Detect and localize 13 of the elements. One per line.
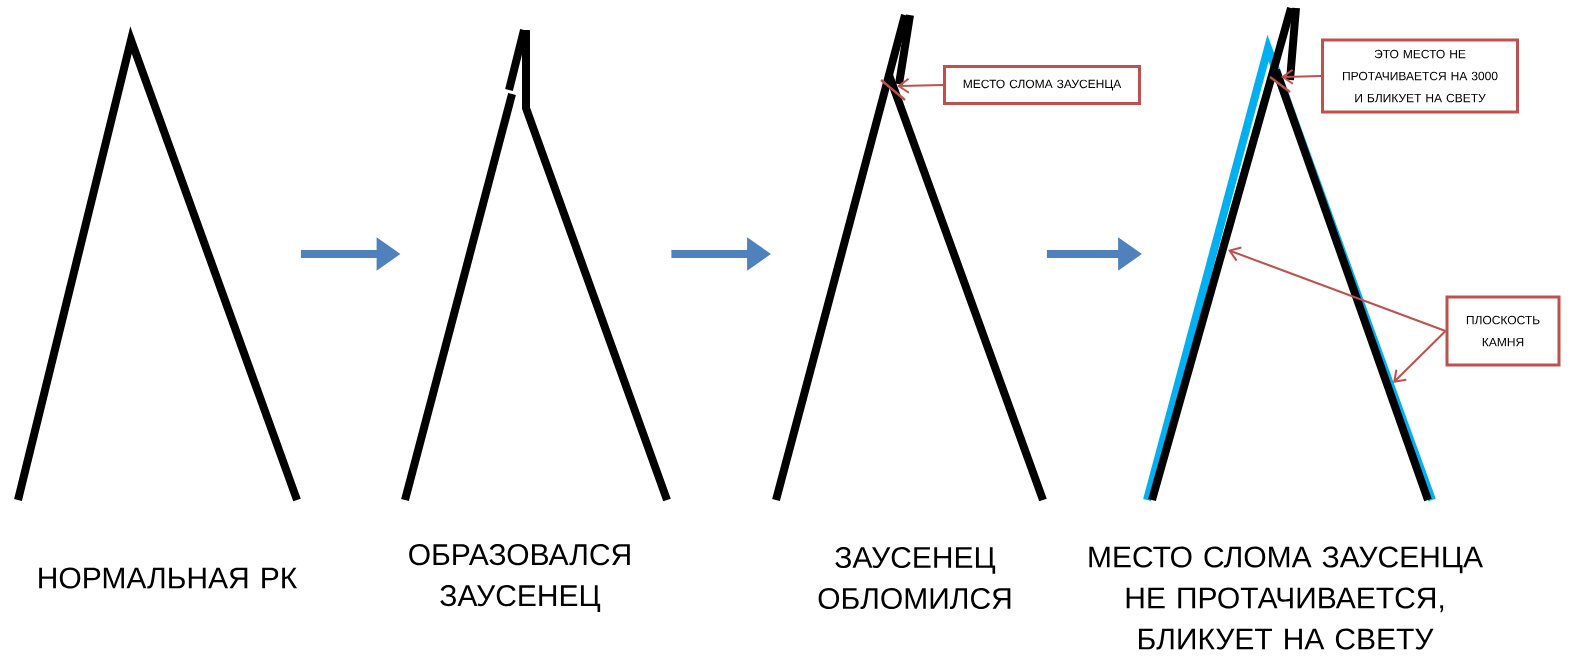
leader-line — [1393, 330, 1447, 383]
leader-line — [897, 77, 944, 94]
leader-line — [1281, 68, 1322, 85]
callout-box: ЭТО МЕСТО НЕ ПРОТАЧИВАЕТСЯ НА 3000 И БЛИКУЕТ НА СВЕТУ — [1321, 38, 1519, 114]
stage-caption: МЕСТО СЛОМА ЗАУСЕНЦА НЕ ПРОТАЧИВАЕТСЯ, БЛИКУЕТ НА СВЕТУ — [1089, 546, 1483, 650]
blade-drawing — [14, 26, 301, 502]
callout-box: МЕСТО СЛОМА ЗАУСЕНЦА — [943, 65, 1141, 105]
callout-box: ПЛОСКОСТЬ КАМНЯ — [1445, 295, 1561, 367]
blade-drawing — [401, 29, 671, 502]
leader-line — [1228, 246, 1447, 332]
stage-caption: ОБРАЗОВАЛСЯ ЗАУСЕНЕЦ — [409, 544, 630, 612]
stage-caption: ЗАУСЕНЕЦ ОБЛОМИЛСЯ — [818, 546, 1011, 610]
stage-caption: НОРМАЛЬНАЯ РК — [39, 567, 298, 589]
